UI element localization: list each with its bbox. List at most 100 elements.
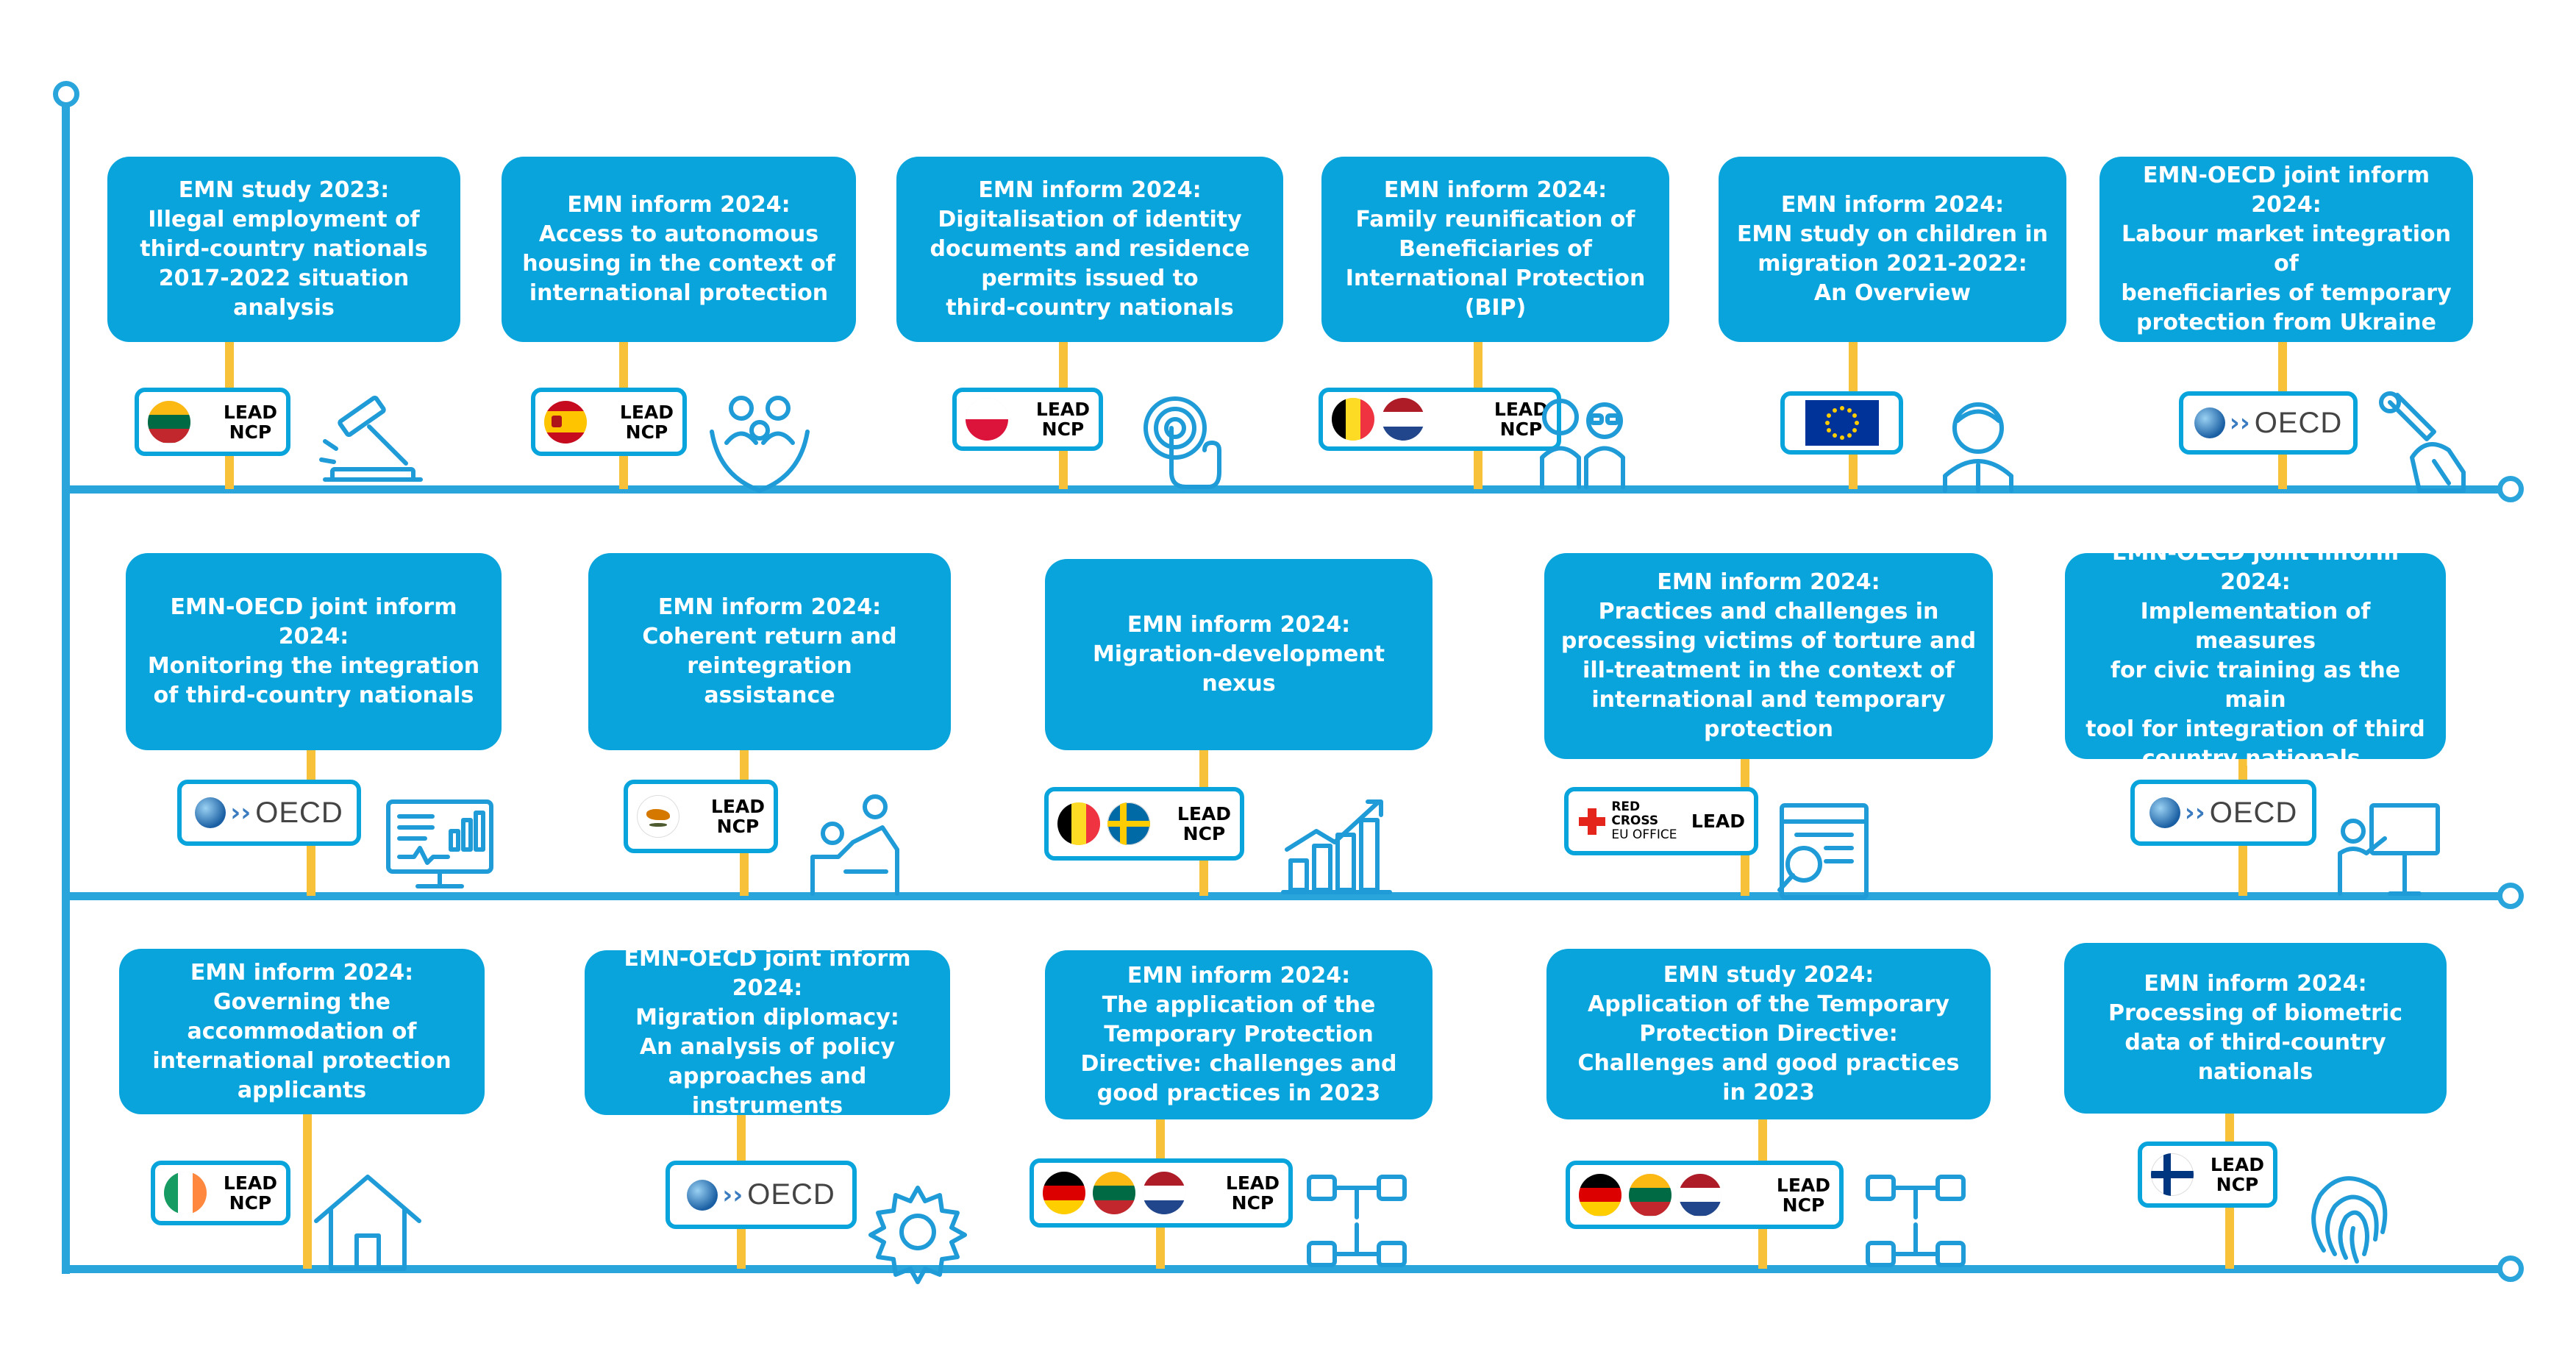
publication-title-line: Digitalisation of identity — [938, 207, 1242, 232]
publication-title-line: Beneficiaries of — [1399, 236, 1592, 262]
flag-nl-icon — [1679, 1173, 1722, 1217]
publication-title-line: protection — [1704, 716, 1833, 742]
oecd-logo: ››OECD — [687, 1178, 835, 1211]
publication-type: EMN inform 2024: — [2144, 971, 2367, 997]
publication-title-line: Labour market integration of — [2121, 221, 2452, 277]
publication-type: EMN inform 2024: — [190, 959, 414, 986]
publication-title-line: 2017-2022 situation — [158, 266, 410, 291]
lead-label: LEAD — [619, 401, 674, 423]
flag-group — [544, 400, 587, 444]
ncp-label: NCP — [1041, 419, 1085, 440]
publication-title-line: Coherent return and — [642, 624, 897, 649]
publication-title-line: international protection — [152, 1047, 452, 1074]
publication-title-line: international and temporary — [1591, 687, 1946, 713]
oecd-wordmark: OECD — [2209, 796, 2298, 829]
helping-climb-icon — [802, 791, 919, 904]
oecd-globe-icon — [687, 1179, 718, 1211]
publication-card: EMN-OECD joint inform 2024:Labour market… — [2099, 157, 2473, 342]
publication-title-line: approaches and instruments — [668, 1064, 867, 1119]
flag-group — [2151, 1153, 2194, 1196]
ncp-label: NCP — [625, 421, 668, 443]
publication-title-line: Family reunification of — [1355, 207, 1635, 232]
child-icon — [1927, 391, 2044, 505]
publication-title-line: Temporary Protection — [1104, 1022, 1374, 1047]
publication-type: EMN-OECD joint inform 2024: — [2143, 163, 2430, 218]
lead-label: LEAD — [223, 1172, 277, 1194]
publication-title: EMN study 2024:Application of the Tempor… — [1577, 961, 1959, 1108]
publication-title-line: Monitoring the integration — [147, 653, 480, 679]
publication-title-line: beneficiaries of temporary — [2121, 280, 2452, 306]
publication-title-line: assistance — [704, 683, 835, 708]
flag-nl-icon — [1143, 1172, 1185, 1214]
ncp-label: NCP — [2216, 1174, 2259, 1195]
eu-flag-icon — [1805, 400, 1879, 446]
growth-chart-icon — [1280, 791, 1397, 904]
flag-group — [1057, 802, 1150, 845]
publication-title: EMN inform 2024: Digitalisation of identi… — [930, 176, 1250, 323]
timeline-start-node — [53, 81, 79, 107]
oecd-wordmark: OECD — [747, 1178, 835, 1211]
flag-group — [966, 398, 1008, 441]
publication-title-line: Migration diplomacy: — [635, 1005, 899, 1030]
oecd-chevrons-icon: ›› — [2184, 798, 2205, 827]
lead-label: LEAD — [1494, 399, 1548, 420]
oecd-logo: ››OECD — [2194, 407, 2343, 440]
publication-type: EMN inform 2024: — [978, 177, 1202, 203]
publication-title: EMN inform 2024: Governing the accommodati… — [152, 958, 451, 1105]
publication-title-line: migration 2021-2022: — [1758, 251, 2027, 277]
flag-pl-icon — [966, 398, 1008, 441]
oecd-wordmark: OECD — [255, 796, 343, 829]
publication-title-line: housing in the context of — [522, 251, 835, 277]
gear-icon — [863, 1177, 980, 1290]
ncp-label: NCP — [716, 816, 760, 837]
publication-type: EMN inform 2024: — [567, 192, 791, 218]
publication-title-line: nationals — [2197, 1059, 2313, 1085]
flag-fi-icon — [2151, 1153, 2194, 1196]
publication-title-line: country nationals. — [2141, 746, 2369, 772]
publication-title-line: processing victims of torture and — [1560, 628, 1977, 654]
publication-title-line: third-country nationals — [140, 236, 428, 262]
ncp-label: NCP — [1231, 1192, 1274, 1214]
publication-type: EMN inform 2024: — [1383, 177, 1608, 203]
publication-title-line: in 2023 — [1722, 1080, 1815, 1105]
timeline-row-end-node-3 — [2497, 1256, 2524, 1282]
publication-title-line: tool for integration of third — [2086, 716, 2425, 742]
publication-title-line: Governing the — [213, 989, 390, 1015]
publication-type: EMN inform 2024: — [1657, 569, 1880, 595]
publication-title: EMN inform 2024: Family reunification of B… — [1346, 176, 1646, 323]
fingerprint-icon — [2294, 1162, 2412, 1275]
publication-type: EMN inform 2024: — [1780, 192, 2005, 218]
flag-group — [1579, 1173, 1722, 1217]
wrench-hand-icon — [2368, 388, 2486, 501]
oecd-logo: ››OECD — [2149, 797, 2298, 830]
publication-title-line: Processing of biometric — [2108, 1000, 2403, 1026]
red-cross-label: RED CROSS — [1611, 799, 1659, 828]
publication-type: EMN-OECD joint inform 2024: — [624, 946, 911, 1001]
publication-title-line: Challenges and good practices — [1577, 1050, 1960, 1076]
publication-title-line: applicants — [237, 1077, 367, 1103]
publication-title-line: Migration-development — [1092, 641, 1385, 667]
publication-title-line: accommodation of — [187, 1018, 417, 1044]
document-search-icon — [1771, 798, 1888, 911]
timeline-row-rail-3 — [62, 1265, 2511, 1273]
publication-card: EMN inform 2024: Digitalisation of identi… — [896, 157, 1283, 342]
publication-type: EMN study 2023: — [178, 177, 390, 203]
flag-group — [1332, 398, 1424, 441]
house-icon — [309, 1166, 427, 1279]
publication-title-line: international protection — [529, 280, 829, 306]
publication-title-line: good practices in 2023 — [1096, 1080, 1381, 1106]
publication-card: EMN inform 2024:EMN study on children in… — [1719, 157, 2066, 342]
publication-title: EMN-OECD joint inform 2024:Implementatio… — [2078, 538, 2433, 774]
flag-nl-icon — [1382, 398, 1424, 441]
